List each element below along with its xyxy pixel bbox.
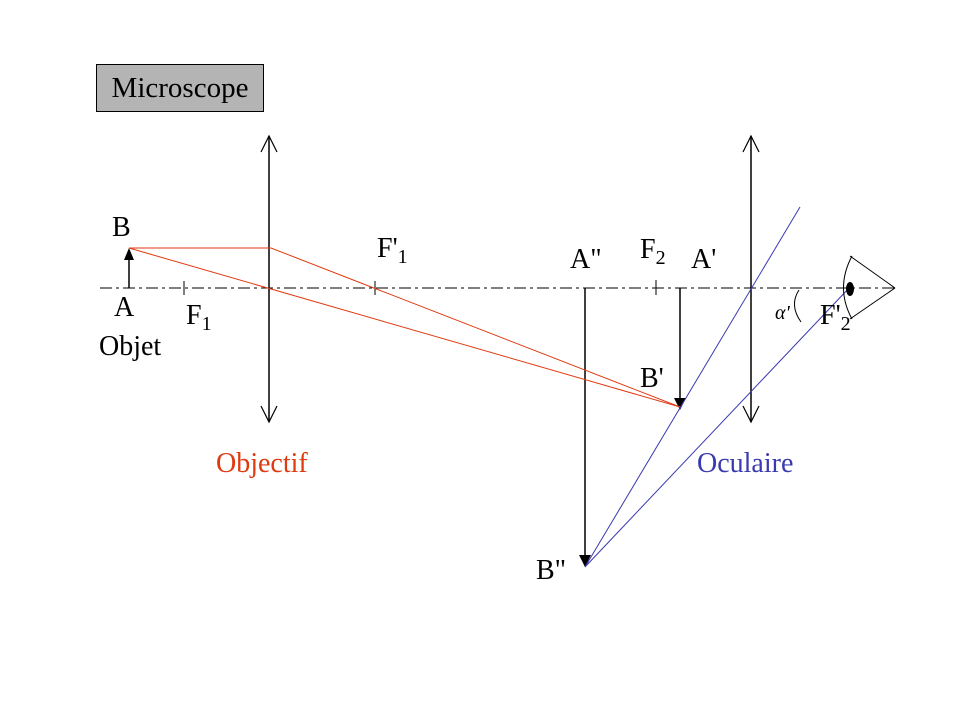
ray-center (128, 247, 681, 408)
object-arrow (124, 248, 134, 288)
ray-parallel (129, 247, 681, 408)
label-App: A" (570, 244, 602, 275)
objective-rays (128, 247, 681, 408)
label-Fp2: F'2 (820, 300, 851, 335)
final-image-arrow (579, 288, 591, 567)
label-A: A (114, 292, 135, 323)
label-alpha: α' (775, 302, 790, 324)
ray-blue-1 (584, 206, 801, 568)
label-Fp1: F'1 (377, 233, 408, 268)
objective-lens (260, 134, 278, 424)
label-oculaire: Oculaire (697, 448, 794, 479)
label-Bpp: B" (536, 555, 567, 586)
label-B: B (112, 212, 131, 243)
label-Bp: B' (640, 363, 664, 394)
label-F1: F1 (186, 300, 212, 335)
label-F2: F2 (640, 234, 666, 269)
eyepiece-rays (584, 206, 851, 568)
label-Ap: A' (691, 244, 717, 275)
title-box: Microscope (96, 64, 264, 112)
eyepiece-lens (742, 134, 760, 424)
eye-icon (843, 255, 896, 320)
label-objet: Objet (99, 331, 162, 362)
title-text: Microscope (111, 71, 249, 104)
intermediate-image-arrow (674, 288, 686, 410)
angle-arc (794, 289, 802, 323)
ray-blue-2 (584, 286, 851, 568)
label-objectif: Objectif (216, 448, 308, 479)
